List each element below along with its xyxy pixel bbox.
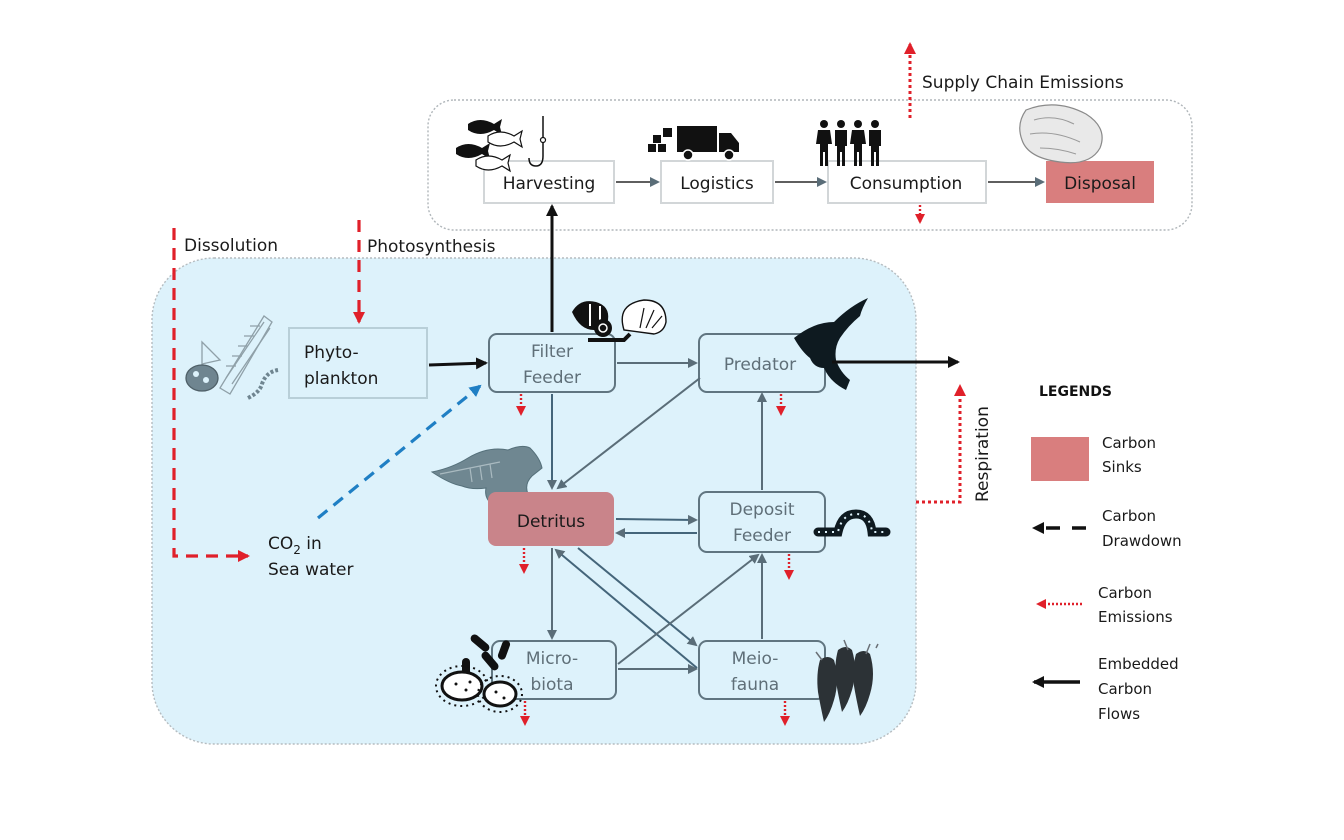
disposal-node[interactable]: Disposal	[1046, 161, 1154, 203]
svg-text:Disposal: Disposal	[1064, 174, 1136, 194]
svg-text:fauna: fauna	[731, 675, 779, 695]
bacteria-icon	[435, 634, 523, 713]
svg-text:Filter: Filter	[531, 342, 573, 362]
arrow-phytoplankton-filter-feeder	[428, 357, 488, 370]
legend-carbon-sinks-label: Carbon	[1102, 434, 1156, 452]
svg-text:Feeder: Feeder	[733, 526, 791, 546]
legend-embedded-label: Embedded	[1098, 655, 1179, 673]
microbiota-node[interactable]: Micro- biota	[491, 640, 617, 700]
clownfish-snail-shell-icon	[572, 299, 667, 342]
legend: LEGENDS Carbon Sinks Carbon Drawdown Car…	[1031, 384, 1182, 723]
legend-embedded-label-2: Carbon	[1098, 680, 1152, 698]
supply-chain-region	[427, 99, 1193, 231]
oyster-shell-icon	[1019, 104, 1103, 164]
deposit-feeder-node[interactable]: Deposit Feeder	[698, 491, 826, 553]
legend-embedded-label-3: Flows	[1098, 705, 1140, 723]
worm-icon	[813, 509, 891, 537]
supply-chain-emissions-label: Supply Chain Emissions	[922, 73, 1124, 93]
legend-drawdown-label: Carbon	[1102, 507, 1156, 525]
consumption-node[interactable]: Consumption	[827, 160, 987, 204]
legend-carbon-sink-swatch	[1031, 437, 1089, 481]
detritus-node[interactable]: Detritus	[488, 492, 614, 546]
arrow-detritus-meiofauna	[577, 547, 698, 647]
legend-emissions-label-2: Emissions	[1098, 608, 1173, 626]
svg-text:Deposit: Deposit	[730, 500, 795, 520]
svg-text:Consumption: Consumption	[850, 174, 963, 194]
arrow-detritus-deposit-feeder	[615, 514, 698, 525]
respiration-arrow	[916, 384, 966, 504]
shark-icon	[794, 298, 868, 390]
copepod-icon	[815, 639, 879, 722]
legend-drawdown-label-2: Drawdown	[1102, 532, 1182, 550]
legend-carbon-sinks-label-2: Sinks	[1102, 458, 1142, 476]
dissolution-label: Dissolution	[184, 236, 278, 256]
arrow-predator-detritus	[556, 377, 701, 490]
legend-title: LEGENDS	[1039, 384, 1112, 400]
legend-emissions-label: Carbon	[1098, 584, 1152, 602]
svg-text:Micro-: Micro-	[526, 649, 578, 669]
meiofauna-node[interactable]: Meio- fauna	[698, 640, 826, 700]
photosynthesis-label: Photosynthesis	[367, 237, 496, 257]
truck-icon	[648, 126, 739, 161]
co2-sea-water-label-line2: Sea water	[268, 560, 354, 580]
phytoplankton-icon	[185, 315, 279, 400]
svg-text:Phyto-: Phyto-	[304, 343, 359, 363]
phytoplankton-node[interactable]: Phyto- plankton	[288, 327, 428, 399]
svg-text:plankton: plankton	[304, 369, 378, 389]
people-icon	[816, 120, 881, 166]
fish-hook-icon	[456, 116, 547, 173]
svg-text:Logistics: Logistics	[680, 174, 754, 194]
svg-text:biota: biota	[531, 675, 574, 695]
svg-text:Predator: Predator	[724, 355, 796, 375]
svg-text:Detritus: Detritus	[517, 512, 585, 532]
dissolution-arrow	[172, 228, 250, 562]
svg-text:Feeder: Feeder	[523, 368, 581, 388]
respiration-label: Respiration	[973, 406, 993, 502]
arrow-meiofauna-detritus	[554, 548, 698, 669]
svg-text:Meio-: Meio-	[732, 649, 779, 669]
logistics-node[interactable]: Logistics	[660, 160, 774, 204]
carbon-drawdown-arrow	[316, 384, 482, 520]
filter-feeder-node[interactable]: Filter Feeder	[488, 333, 616, 393]
svg-text:Harvesting: Harvesting	[503, 174, 596, 194]
co2-sea-water-label: CO2 in	[268, 534, 322, 557]
arrow-microbiota-deposit-feeder	[617, 553, 760, 665]
